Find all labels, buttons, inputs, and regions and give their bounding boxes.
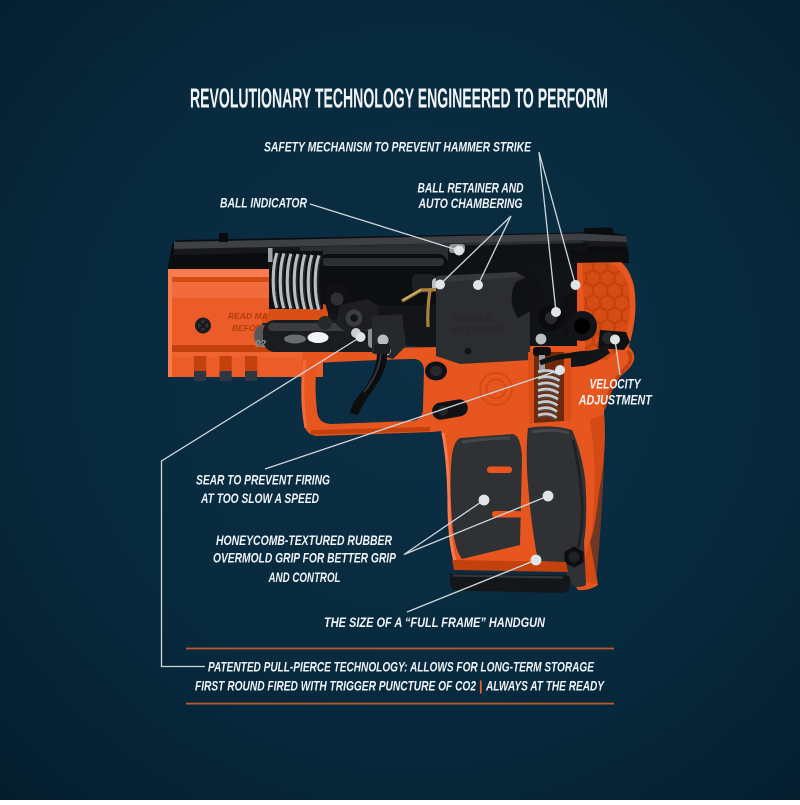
svg-text:BALL RETAINER AND: BALL RETAINER AND: [418, 181, 524, 196]
svg-text:ALWAYS AT THE READY: ALWAYS AT THE READY: [485, 678, 605, 693]
svg-text:TRIGGER: TRIGGER: [451, 313, 493, 323]
svg-text:REVOLUTIONARY TECHNOLOGY ENGIN: REVOLUTIONARY TECHNOLOGY ENGINEERED TO P…: [190, 82, 608, 114]
svg-text:OVERMOLD GRIP FOR BETTER GRIP: OVERMOLD GRIP FOR BETTER GRIP: [213, 551, 397, 566]
svg-text:BEFORE: BEFORE: [232, 323, 268, 333]
svg-text:SEAR TO PREVENT FIRING: SEAR TO PREVENT FIRING: [196, 472, 330, 487]
svg-text:READ MA: READ MA: [228, 311, 268, 321]
svg-text:BALL INDICATOR: BALL INDICATOR: [220, 196, 307, 211]
svg-text:MASTERING: MASTERING: [451, 325, 505, 335]
svg-text:|: |: [479, 678, 483, 693]
svg-text:SAFETY MECHANISM TO PREVENT HA: SAFETY MECHANISM TO PREVENT HAMMER STRIK…: [264, 140, 532, 155]
svg-text:AND CONTROL: AND CONTROL: [268, 570, 341, 585]
svg-text:AT TOO SLOW A SPEED: AT TOO SLOW A SPEED: [200, 491, 319, 506]
svg-text:THE SIZE OF A “FULL FRAME” HAN: THE SIZE OF A “FULL FRAME” HANDGUN: [324, 615, 546, 630]
svg-text:AUTO CHAMBERING: AUTO CHAMBERING: [418, 196, 523, 211]
svg-text:ADJUSTMENT: ADJUSTMENT: [578, 393, 653, 408]
svg-text:PATENTED PULL-PIERCE TECHNOLOG: PATENTED PULL-PIERCE TECHNOLOGY: ALLOWS …: [208, 659, 595, 674]
svg-text:FIRST ROUND FIRED WITH TRIGGER: FIRST ROUND FIRED WITH TRIGGER PUNCTURE …: [195, 678, 476, 693]
svg-text:02: 02: [255, 339, 267, 350]
svg-text:HONEYCOMB-TEXTURED RUBBER: HONEYCOMB-TEXTURED RUBBER: [216, 533, 392, 548]
svg-text:VELOCITY: VELOCITY: [590, 377, 642, 392]
